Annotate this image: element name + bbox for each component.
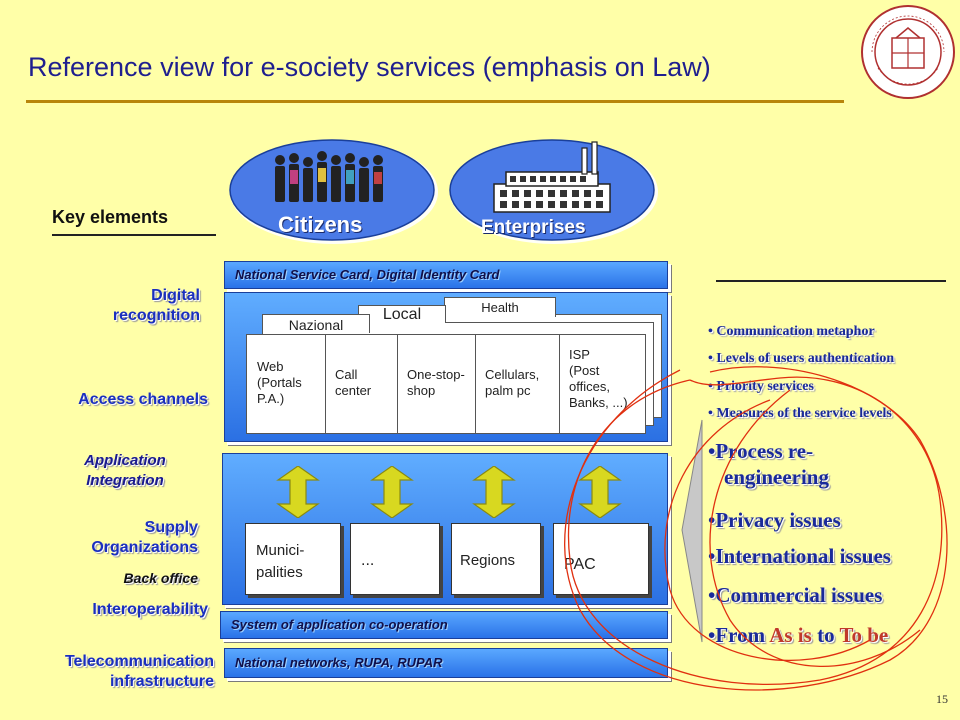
- national-service-card-bar: National Service Card, Digital Identity …: [224, 261, 668, 289]
- handdrawn-annotation: [564, 366, 948, 691]
- supply-organizations-label: Supply Organizations: [91, 519, 198, 556]
- application-cooperation-text: System of application co-operation: [231, 617, 448, 632]
- enterprises-ellipse: [449, 139, 658, 244]
- title-underline: [26, 100, 844, 103]
- double-arrow-icon: [277, 466, 319, 518]
- municipalities-label-2: palities: [256, 564, 303, 581]
- channel-one-stop-shop: One-stop-shop: [407, 367, 465, 398]
- municipalities-box: Munici- palities: [245, 523, 341, 595]
- university-seal-icon: [861, 5, 955, 99]
- key-elements-heading: Key elements: [52, 207, 169, 227]
- digital-recognition-label: Digital recognition: [112, 287, 200, 324]
- enterprises-label: Enterprises: [481, 217, 586, 238]
- ellipsis-box: ...: [350, 523, 440, 595]
- ellipsis-label: ...: [361, 552, 375, 569]
- key-elements-rule: [52, 234, 216, 236]
- page-number: 15: [936, 692, 948, 706]
- municipalities-label-1: Munici-: [256, 542, 305, 559]
- bullet-communication-metaphor: • Communication metaphor: [708, 324, 875, 339]
- citizens-ellipse: [229, 139, 438, 244]
- application-integration-label: Application Integration: [84, 452, 166, 489]
- interoperability-label: Interoperability: [92, 601, 208, 618]
- factory-icon: [493, 141, 611, 213]
- people-group-icon: [275, 151, 383, 202]
- citizens-label: Citizens: [278, 212, 363, 237]
- access-channels-label: Access channels: [78, 391, 208, 408]
- channel-isp: ISP(Post offices,Banks, ...): [569, 347, 628, 410]
- as-is-highlight: As is: [769, 623, 812, 647]
- regions-label: Regions: [460, 552, 516, 569]
- double-arrow-icon: [473, 466, 515, 518]
- bullet-international-issues: •International issues: [708, 544, 891, 568]
- bracket-arrow-icon: [681, 419, 703, 643]
- tab-nazional: Nazional: [262, 314, 370, 333]
- tab-health: Health: [444, 297, 556, 317]
- national-networks-text: National networks, RUPA, RUPAR: [235, 655, 443, 670]
- tab-local: Local: [358, 305, 446, 323]
- bullet-from-as-is-to-be: •From As is to To be: [708, 623, 889, 647]
- regions-box: Regions: [451, 523, 541, 595]
- bullet-levels-authentication: • Levels of users authentication: [708, 351, 895, 366]
- channel-cellulars: Cellulars,palm pc: [485, 367, 540, 398]
- bullet-commercial-issues: •Commercial issues: [708, 583, 883, 607]
- bullet-process-reengineering: •Process re- engineering: [708, 439, 829, 489]
- back-office-label: Back office: [123, 570, 198, 586]
- bullets-rule: [716, 280, 946, 282]
- telecommunication-infrastructure-label: Telecommunication infrastructure: [64, 653, 214, 690]
- page-title: Reference view for e-society services (e…: [28, 52, 711, 82]
- national-networks-bar: National networks, RUPA, RUPAR: [224, 648, 668, 678]
- double-arrow-icon: [371, 466, 413, 518]
- national-service-card-text: National Service Card, Digital Identity …: [235, 267, 500, 282]
